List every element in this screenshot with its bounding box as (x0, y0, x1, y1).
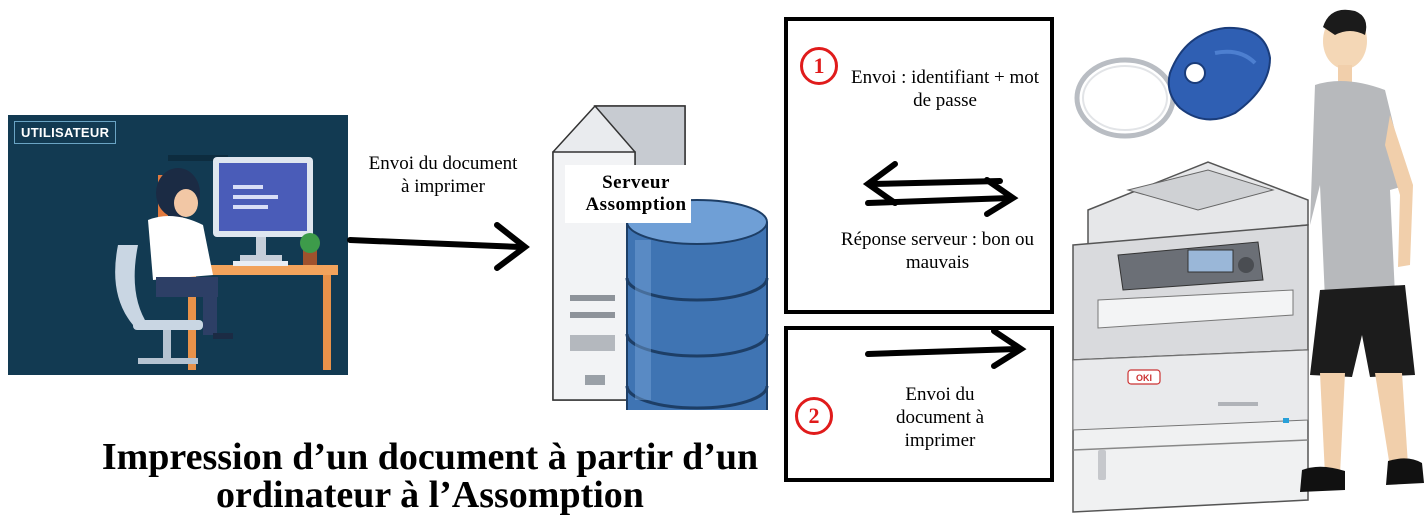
printer-brand-label: OKI (1136, 373, 1152, 383)
database-icon (625, 199, 769, 410)
arrow-response-left (862, 161, 1003, 206)
step-2-send-text: Envoi du document à imprimer (895, 384, 985, 451)
server-illustration (552, 105, 769, 410)
send-document-text: Envoi du document à imprimer (368, 153, 518, 197)
user-label: UTILISATEUR (14, 121, 117, 144)
step-1-badge: 1 (800, 47, 838, 85)
person-silhouette (1300, 9, 1424, 492)
credentials-text: Envoi : identifiant + mot de passe (850, 67, 1040, 111)
badge-keyring-icon (1074, 26, 1272, 139)
user-illustration (8, 115, 348, 375)
arrow-document-right (865, 328, 1027, 369)
step-2-badge: 2 (795, 397, 833, 435)
arrow-credentials-right (865, 177, 1019, 217)
server-label: Serveur Assomption (585, 172, 687, 215)
printer-illustration: OKI (1072, 161, 1309, 513)
step-1-box (784, 17, 1054, 314)
step-2-box (784, 326, 1054, 482)
diagram-title: Impression d’un document à partir d’un o… (101, 436, 759, 516)
arrow-user-to-server (347, 222, 530, 271)
server-response-text: Réponse serveur : bon ou mauvais (840, 229, 1035, 273)
